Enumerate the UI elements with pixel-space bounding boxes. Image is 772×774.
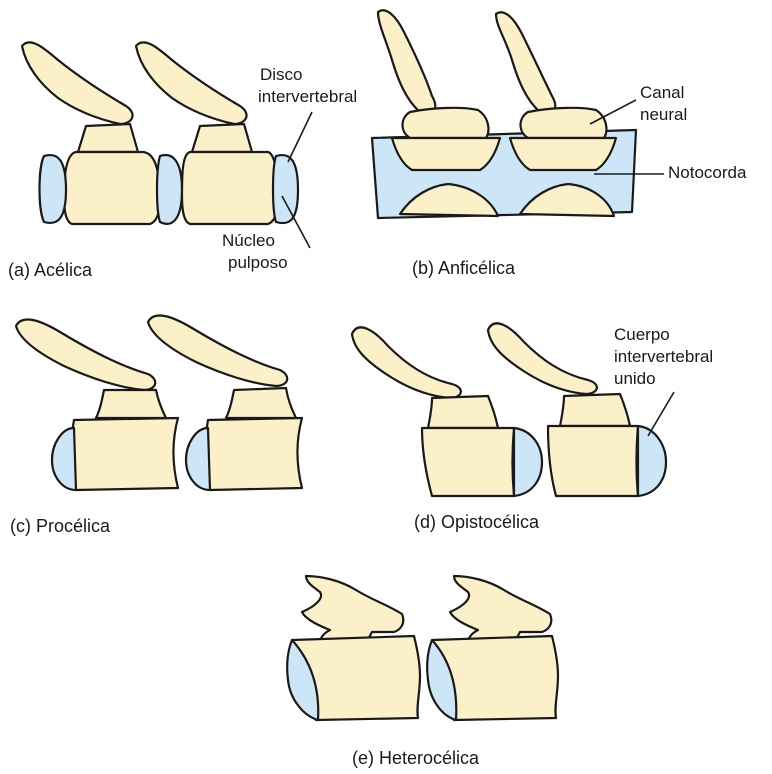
label-disco-line1: Disco xyxy=(260,65,303,84)
caption-a: (a) Acélica xyxy=(8,260,93,280)
caption-d: (d) Opistocélica xyxy=(414,512,540,532)
label-cuerpo-line2: intervertebral xyxy=(614,347,713,366)
vertebra-c1 xyxy=(16,319,178,490)
label-canal-line2: neural xyxy=(640,105,687,124)
label-nucleo-line2: pulposo xyxy=(228,253,288,272)
panel-acelica: Disco intervertebral Núcleo pulposo (a) … xyxy=(8,42,357,280)
label-canal-line1: Canal xyxy=(640,83,684,102)
label-nucleo-line1: Núcleo xyxy=(222,231,275,250)
caption-c: (c) Procélica xyxy=(10,516,111,536)
label-cuerpo-line1: Cuerpo xyxy=(614,325,670,344)
label-cuerpo-line3: unido xyxy=(614,369,656,388)
panel-opistocelica: Cuerpo intervertebral unido (d) Opistocé… xyxy=(352,323,713,532)
label-disco-line2: intervertebral xyxy=(258,87,357,106)
panel-procelica: (c) Procélica xyxy=(10,315,302,536)
panel-heterocelica: (e) Heterocélica xyxy=(287,576,558,768)
label-notocorda: Notocorda xyxy=(668,163,747,182)
vertebra-e2 xyxy=(427,576,558,720)
vertebra-e1 xyxy=(287,576,420,720)
leader-cuerpo xyxy=(648,392,674,436)
panel-anficelica: Canal neural Notocorda (b) Anficélica xyxy=(372,10,747,278)
leader-disco xyxy=(288,112,312,162)
intervertebral-disc-a xyxy=(157,155,182,224)
caption-b: (b) Anficélica xyxy=(412,258,516,278)
caption-e: (e) Heterocélica xyxy=(352,748,480,768)
vertebra-a1 xyxy=(22,42,160,224)
